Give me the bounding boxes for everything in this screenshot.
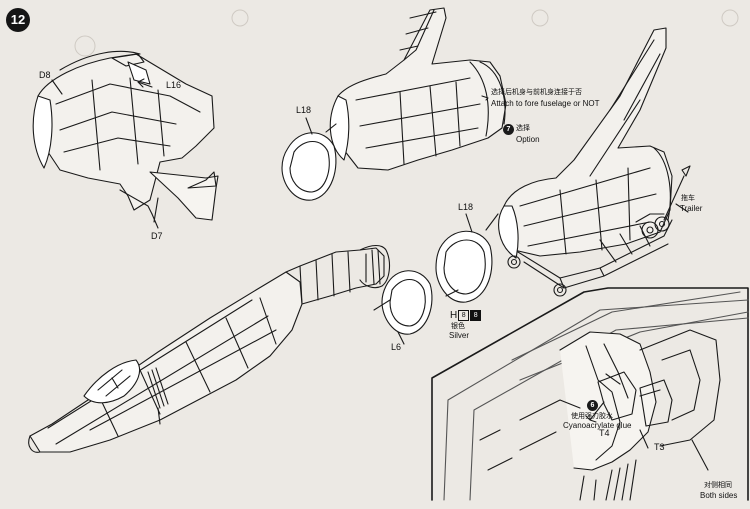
part-label-t4: T4: [599, 428, 610, 438]
part-label-l6: L6: [391, 342, 402, 352]
fuselage-on-trailer: [373, 27, 691, 345]
option-marker-icon: 7: [503, 124, 514, 135]
detail-inset: [431, 287, 749, 501]
faint-watermark: [74, 9, 739, 57]
glue-note-en: Cyanoacrylate glue: [563, 421, 632, 430]
paint-chip-2: 8: [470, 310, 482, 321]
trailer-note-cn: 拖车: [681, 195, 695, 202]
part-label-d8: D8: [39, 70, 51, 80]
paint-note-en: Silver: [449, 331, 470, 340]
part-label-d7: D7: [151, 231, 163, 241]
both-sides-note-en: Both sides: [700, 491, 738, 500]
part-label-l16: L16: [166, 80, 182, 90]
forward-fuselage-section: [32, 50, 219, 229]
rear-fuselage-section: [281, 7, 507, 201]
option-note-cn: 选择: [516, 125, 530, 132]
option-note-en: Option: [516, 135, 540, 144]
part-label-t3: T3: [654, 442, 665, 452]
attach-note-en: Attach to fore fuselage or NOT: [491, 99, 600, 108]
trailer-note-en: Trailer: [680, 204, 703, 213]
glue-marker-icon: 6: [587, 400, 598, 411]
attach-note-cn: 选择后机身与前机身连接于否: [491, 89, 582, 96]
part-label-l18-top: L18: [296, 105, 312, 115]
paint-note-cn: 银色: [451, 323, 465, 330]
both-sides-note-cn: 对侧相同: [704, 482, 732, 489]
paint-code: H: [450, 310, 458, 322]
main-fuselage: [28, 244, 391, 453]
glue-note-cn: 使用强力胶水: [571, 413, 613, 420]
step-number: 12: [6, 8, 30, 32]
paint-chip-1: 8: [458, 310, 470, 321]
part-label-l18-mid: L18: [458, 202, 474, 212]
